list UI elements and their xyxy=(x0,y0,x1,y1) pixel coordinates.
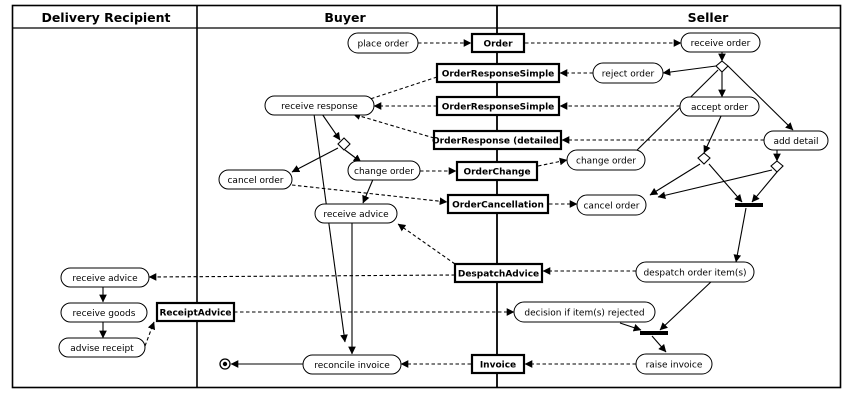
activity-add-detail: add detail xyxy=(763,130,829,151)
decision-diamond-detail xyxy=(770,160,784,173)
svg-text:reconcile invoice: reconcile invoice xyxy=(314,361,390,371)
svg-text:raise invoice: raise invoice xyxy=(646,361,703,371)
svg-text:OrderCancellation: OrderCancellation xyxy=(452,201,544,211)
activity-reject-order: reject order xyxy=(592,62,664,84)
svg-text:advise receipt: advise receipt xyxy=(70,344,134,354)
svg-text:Invoice: Invoice xyxy=(480,361,516,371)
document-order-response-detailed: OrderResponse (detailed) xyxy=(432,129,563,151)
decision-diamond-accept xyxy=(697,152,711,165)
svg-text:receive goods: receive goods xyxy=(73,309,136,319)
control-flows xyxy=(99,52,794,368)
activity-reconcile-invoice: reconcile invoice xyxy=(302,354,402,375)
svg-text:reject order: reject order xyxy=(602,70,655,80)
lane-title-buyer: Buyer xyxy=(324,10,366,25)
document-order-cancellation: OrderCancellation xyxy=(446,193,550,215)
document-order-response-simple-reject: OrderResponseSimple xyxy=(435,62,561,84)
activity-change-order-seller: change order xyxy=(566,149,646,171)
activity-raise-invoice: raise invoice xyxy=(635,353,713,375)
document-order: Order xyxy=(470,32,526,54)
svg-text:cancel order: cancel order xyxy=(227,176,283,186)
document-order-change: OrderChange xyxy=(455,160,539,182)
lane-title-recipient: Delivery Recipient xyxy=(41,10,170,25)
svg-text:OrderResponseSimple: OrderResponseSimple xyxy=(442,70,555,80)
document-despatch-advice: DespatchAdvice xyxy=(453,262,544,284)
svg-text:decision if item(s) rejected: decision if item(s) rejected xyxy=(524,309,644,319)
activity-change-order-buyer: change order xyxy=(347,160,421,181)
end-node xyxy=(219,358,231,370)
svg-text:receive advice: receive advice xyxy=(323,210,389,220)
svg-text:OrderResponseSimple: OrderResponseSimple xyxy=(442,103,555,113)
document-flows xyxy=(144,39,764,368)
activity-advise-receipt: advise receipt xyxy=(58,337,146,358)
svg-text:Order: Order xyxy=(483,40,513,50)
activity-place-order: place order xyxy=(347,32,419,54)
decision-diamond-seller xyxy=(715,60,729,73)
activity-receive-advice-buyer: receive advice xyxy=(314,203,398,224)
svg-text:receive order: receive order xyxy=(691,39,751,49)
activity-accept-order: accept order xyxy=(679,96,760,117)
activity-receive-order: receive order xyxy=(680,32,761,53)
activity-cancel-order-seller: cancel order xyxy=(576,194,647,216)
activity-receive-advice-recipient: receive advice xyxy=(60,267,150,288)
svg-text:accept order: accept order xyxy=(691,103,748,113)
activity-receive-response: receive response xyxy=(264,95,375,116)
svg-text:receive advice: receive advice xyxy=(72,274,138,284)
svg-text:cancel order: cancel order xyxy=(583,202,639,212)
sync-bar-invoice xyxy=(640,331,668,335)
decision-diamond-buyer xyxy=(337,137,351,151)
svg-text:place order: place order xyxy=(357,40,408,50)
document-invoice: Invoice xyxy=(470,353,526,375)
lane-title-seller: Seller xyxy=(688,10,730,25)
document-order-response-simple-accept: OrderResponseSimple xyxy=(435,95,561,117)
svg-text:change order: change order xyxy=(354,167,414,177)
svg-text:add detail: add detail xyxy=(773,137,818,147)
document-receipt-advice: ReceiptAdvice xyxy=(155,301,236,323)
svg-text:OrderChange: OrderChange xyxy=(463,168,530,178)
svg-text:DespatchAdvice: DespatchAdvice xyxy=(458,270,539,280)
sync-bar-despatch xyxy=(735,203,763,207)
diagram-frame xyxy=(11,4,842,389)
svg-text:despatch order item(s): despatch order item(s) xyxy=(643,269,746,279)
activity-despatch-items: despatch order item(s) xyxy=(635,261,755,283)
svg-text:ReceiptAdvice: ReceiptAdvice xyxy=(159,309,231,319)
activity-decision-rejected: decision if item(s) rejected xyxy=(513,301,656,323)
svg-text:change order: change order xyxy=(576,157,636,167)
svg-text:OrderResponse (detailed): OrderResponse (detailed) xyxy=(432,137,563,147)
activity-receive-goods: receive goods xyxy=(60,302,148,323)
svg-text:receive response: receive response xyxy=(281,102,358,112)
activity-cancel-order-buyer: cancel order xyxy=(218,169,293,190)
